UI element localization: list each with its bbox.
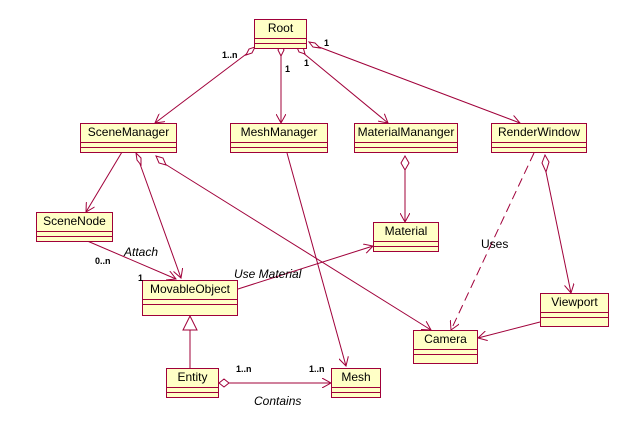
aggregation-diamond — [245, 46, 256, 56]
class-materialmanager[interactable]: MaterialMananger — [354, 123, 458, 153]
aggregation-diamond — [218, 378, 230, 388]
class-root[interactable]: Root — [254, 19, 307, 49]
aggregation-diamond — [541, 153, 550, 174]
multiplicity-label: 1 — [324, 38, 330, 48]
multiplicity-label: 1..n — [309, 364, 325, 374]
class-renderwindow[interactable]: RenderWindow — [491, 123, 587, 153]
class-entity[interactable]: Entity — [166, 368, 219, 398]
root-renderwindow-link — [318, 46, 520, 123]
class-name: Root — [255, 20, 306, 39]
aggregation-diamond — [155, 155, 167, 166]
class-name: MaterialMananger — [355, 124, 457, 143]
generalization-triangle — [182, 314, 198, 331]
uses-dependency-link — [451, 152, 535, 330]
class-name: SceneManager — [81, 124, 176, 143]
class-movableobject[interactable]: MovableObject — [142, 280, 238, 316]
contains-role-label: Contains — [254, 394, 302, 408]
uses-label: Uses — [481, 237, 509, 251]
multiplicity-label: 1..n — [236, 364, 252, 374]
multiplicity-label: 1 — [138, 273, 144, 283]
attribute-compartment — [414, 350, 477, 355]
use-material-role-label: Use Material — [234, 267, 302, 281]
multiplicity-label: 1 — [285, 64, 291, 74]
class-name: MeshManager — [231, 124, 327, 143]
class-name: Entity — [167, 369, 218, 388]
attribute-compartment — [355, 143, 457, 148]
attribute-compartment — [374, 242, 438, 247]
attribute-compartment — [492, 143, 586, 148]
attach-role-label: Attach — [124, 245, 159, 259]
aggregation-diamond — [307, 41, 322, 49]
class-name: Viewport — [541, 294, 608, 313]
meshmanager-mesh-link — [286, 152, 346, 366]
attribute-compartment — [81, 143, 176, 148]
aggregation-diamond — [135, 151, 142, 167]
viewport-camera-link — [478, 321, 541, 338]
class-meshmanager[interactable]: MeshManager — [230, 123, 328, 153]
class-viewport[interactable]: Viewport — [540, 293, 609, 327]
attribute-compartment — [143, 300, 237, 305]
class-scenemanager[interactable]: SceneManager — [80, 123, 177, 153]
attach-link — [84, 239, 176, 279]
class-name: MovableObject — [143, 281, 237, 300]
class-camera[interactable]: Camera — [413, 330, 478, 364]
attribute-compartment — [37, 232, 112, 237]
multiplicity-label: 1 — [304, 58, 310, 68]
use-material-link — [237, 246, 373, 290]
class-material[interactable]: Material — [373, 222, 439, 252]
class-name: SceneNode — [37, 213, 112, 232]
attribute-compartment — [231, 143, 327, 148]
class-name: Mesh — [332, 369, 380, 388]
root-materialmanager-link — [301, 51, 388, 123]
scenemanager-scenenode-link — [86, 151, 123, 212]
attribute-compartment — [541, 313, 608, 318]
class-mesh[interactable]: Mesh — [331, 368, 381, 398]
scenemanager-camera-link — [164, 163, 431, 330]
class-scenenode[interactable]: SceneNode — [36, 212, 113, 242]
class-name: RenderWindow — [492, 124, 586, 143]
aggregation-diamond — [400, 154, 410, 172]
root-scenemanager-link — [155, 51, 250, 123]
class-name: Material — [374, 223, 438, 242]
attribute-compartment — [255, 39, 306, 44]
multiplicity-label: 0..n — [95, 256, 111, 266]
renderwindow-viewport-link — [545, 171, 571, 293]
attribute-compartment — [167, 388, 218, 393]
multiplicity-label: 1..n — [222, 50, 238, 60]
class-name: Camera — [414, 331, 477, 350]
scenemanager-movableobject-link — [139, 163, 181, 278]
attribute-compartment — [332, 388, 380, 393]
